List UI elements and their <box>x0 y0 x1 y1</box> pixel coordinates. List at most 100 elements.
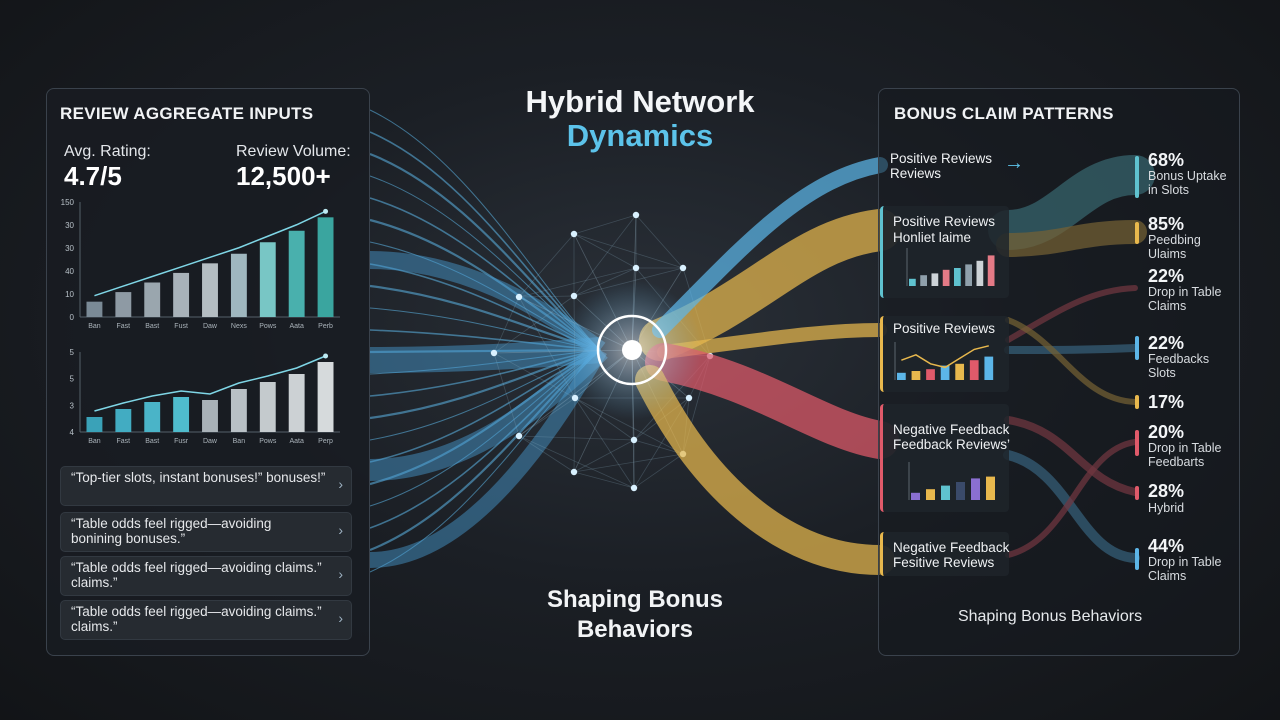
bar <box>288 230 305 317</box>
network-edge <box>573 397 576 473</box>
x-tick-label: Ban <box>88 323 101 330</box>
node-label: Negative Feedback <box>893 422 1010 437</box>
x-tick-label: Perb <box>318 323 333 330</box>
network-node <box>685 394 693 402</box>
bar <box>144 402 161 432</box>
hub-core <box>622 340 642 360</box>
network-edge <box>518 296 576 399</box>
outcome-label: Claims <box>1148 569 1187 583</box>
x-tick-label: Fusr <box>174 438 189 445</box>
x-tick-label: Ban <box>88 438 101 445</box>
network-edge <box>633 439 684 455</box>
review-card[interactable]: “Top-tier slots, instant bonuses!” bonus… <box>60 466 352 506</box>
review-quote: “Table odds feel rigged—avoiding claims.… <box>71 604 322 634</box>
x-tick-label: Nexs <box>231 323 247 330</box>
mini-bar <box>909 278 916 286</box>
outcome-percent: 17% <box>1148 392 1185 412</box>
chevron-right-icon[interactable]: › <box>338 476 343 492</box>
network-edge <box>493 296 520 354</box>
bar <box>86 417 103 432</box>
x-tick-label: Pows <box>259 438 277 445</box>
network-edge <box>573 439 635 473</box>
review-panel-title: REVIEW AGGREGATE INPUTS <box>60 104 314 123</box>
outcome-label: Bonus Uptake <box>1148 169 1227 183</box>
y-tick-label: 4 <box>70 428 75 437</box>
mini-bar <box>940 365 950 380</box>
mini-bar <box>969 360 979 380</box>
subtitle-line-1: Shaping Bonus <box>547 586 723 613</box>
flow-node-positive-trend[interactable]: Positive Reviews <box>880 316 1009 392</box>
node-sublabel: Reviews <box>890 166 942 181</box>
network-node <box>570 468 578 476</box>
outcome-percent: 85% <box>1148 214 1185 234</box>
outcome-flow-band <box>635 365 895 575</box>
network-edge <box>518 435 635 441</box>
network-node <box>630 436 638 444</box>
chevron-right-icon[interactable]: › <box>338 610 343 626</box>
mini-bar <box>911 371 921 380</box>
network-node <box>632 264 640 272</box>
bar <box>202 263 218 317</box>
outcome-label: Feedbarts <box>1148 455 1205 469</box>
x-tick-label: Fast <box>117 438 131 445</box>
network-edge <box>493 295 575 354</box>
network-node <box>515 432 523 440</box>
flow-band <box>369 346 607 568</box>
node-sublabel: Fesitive Reviews <box>893 555 995 570</box>
node-mini-chart <box>894 342 994 380</box>
network-edge <box>493 352 576 399</box>
x-tick-label: Fust <box>174 323 188 330</box>
outcome-percent: 44% <box>1148 536 1185 556</box>
y-tick-label: 3 <box>70 401 75 410</box>
flow-node-positive-chart[interactable]: Positive Reviews Honliet laime <box>880 206 1009 298</box>
network-edge <box>518 295 575 298</box>
outcome-label: Drop in Table <box>1148 555 1222 569</box>
flow-node-positive[interactable]: Positive Reviews Reviews <box>880 148 1006 188</box>
outcome-marker <box>1135 336 1139 360</box>
bar <box>230 389 247 432</box>
y-tick-label: 150 <box>61 198 75 207</box>
flow-node-negative[interactable]: Negative Feedback Fesitive Reviews <box>880 532 1009 576</box>
bar <box>173 397 190 432</box>
y-tick-label: 5 <box>70 348 75 357</box>
mini-bar <box>955 363 965 380</box>
network-node <box>632 211 640 219</box>
flow-node-negative-chart[interactable]: Negative Feedback Feedback Reviews’ <box>880 404 1011 512</box>
outcome-label: Slots <box>1148 366 1176 380</box>
chevron-right-icon[interactable]: › <box>338 522 343 538</box>
outcome-marker <box>1135 486 1139 500</box>
review-card[interactable]: “Table odds feel rigged—avoiding boninin… <box>60 512 352 552</box>
network-edge <box>518 435 635 489</box>
network-node <box>630 484 638 492</box>
x-tick-label: Perp <box>318 438 333 445</box>
node-sublabel: Feedback Reviews’ <box>893 437 1011 452</box>
review-card[interactable]: “Table odds feel rigged—avoiding claims.… <box>60 600 352 640</box>
x-tick-label: Aata <box>289 438 304 445</box>
node-mini-chart <box>908 462 995 500</box>
bar <box>317 362 334 432</box>
network-edge <box>518 435 575 473</box>
outcome-label: Drop in Table <box>1148 441 1222 455</box>
review-quote: “Table odds feel rigged—avoiding boninin… <box>71 516 272 546</box>
review-quote: “Table odds feel rigged—avoiding claims.… <box>71 560 322 590</box>
bar <box>230 253 247 317</box>
network-node <box>571 394 579 402</box>
network-edge <box>574 397 635 489</box>
mini-bar <box>976 260 984 286</box>
network-node <box>490 349 498 357</box>
x-tick-label: Daw <box>203 438 218 445</box>
chevron-right-icon[interactable]: › <box>338 566 343 582</box>
avg-rating-value: 4.7/5 <box>64 161 122 191</box>
outcome-label: Hybrid <box>1148 501 1185 515</box>
network-edge <box>573 214 637 297</box>
trend-point <box>323 353 329 359</box>
bar <box>202 400 218 432</box>
mini-bar <box>984 356 994 380</box>
mini-bar <box>956 482 965 500</box>
y-tick-label: 0 <box>70 313 75 322</box>
node-label: Positive Reviews <box>893 214 996 229</box>
x-tick-label: Daw <box>203 323 218 330</box>
mini-trend <box>901 345 989 369</box>
review-card[interactable]: “Table odds feel rigged—avoiding claims.… <box>60 556 352 596</box>
